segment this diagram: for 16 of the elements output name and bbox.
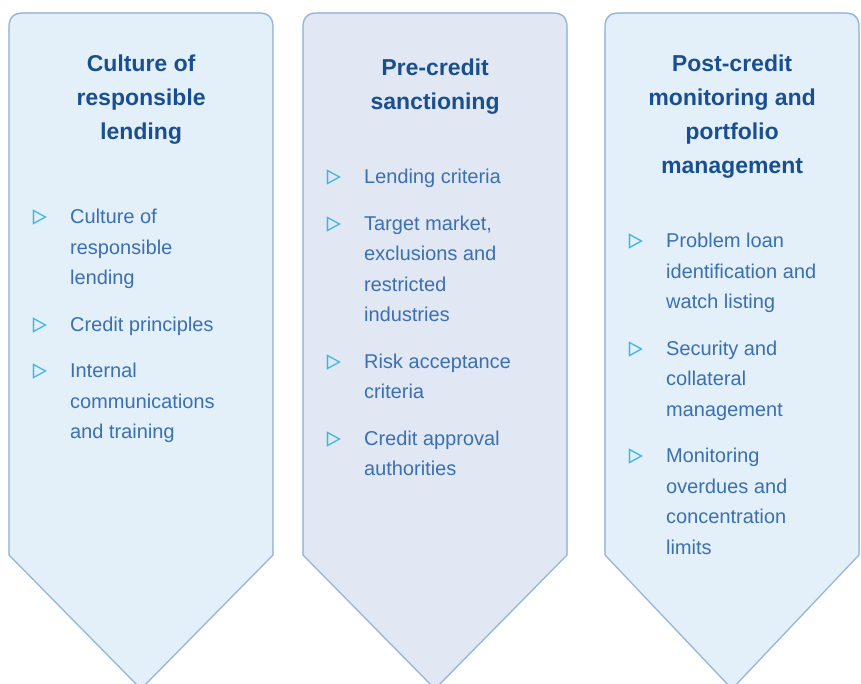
panel-heading: Culture of responsible lending — [75, 49, 207, 146]
list-item-text: Credit principles — [70, 312, 214, 338]
list-item-text: Internal communications and training — [70, 359, 216, 445]
list-item-text: Monitoring overdues and concentration limits — [666, 444, 788, 560]
panel-heading: Post-credit monitoring and portfolio management — [647, 49, 817, 180]
list-item-text: Credit approval authorities — [364, 426, 501, 482]
list-item-text: Security and collateral management — [666, 336, 784, 422]
list-item-text: Lending criteria — [364, 165, 502, 190]
list-item-text: Target market, exclusions and restricted industries — [364, 212, 498, 328]
chevron-panel — [302, 12, 568, 684]
panel-heading: Pre-credit sanctioning — [369, 53, 501, 116]
chevron-panel — [8, 12, 274, 684]
list-item-text: Risk acceptance criteria — [364, 350, 512, 405]
chevron-panel — [604, 12, 860, 684]
list-item-text: Culture of responsible lending — [70, 205, 174, 291]
list-item-text: Problem loan identification and watch listing — [666, 229, 818, 315]
